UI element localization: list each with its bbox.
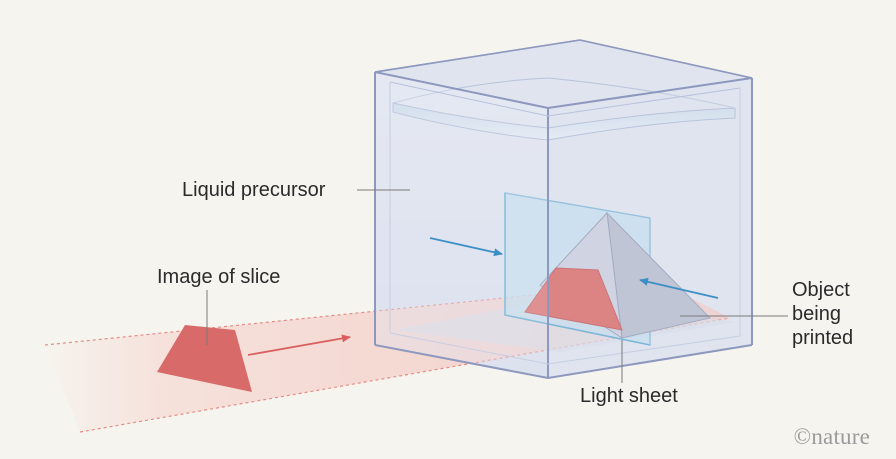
slice-in-sheet (524, 267, 623, 331)
printed-object (524, 211, 711, 339)
label-object-line-3: printed (792, 327, 854, 349)
label-object-line-1: Object (792, 279, 850, 301)
image-of-slice-shape (157, 325, 252, 392)
tank-front (374, 39, 753, 380)
liquid-surface (392, 77, 736, 141)
nature-logo: ©nature (793, 424, 870, 449)
projection-arrow (247, 334, 351, 356)
label-object-being-printed: Object being printed (792, 278, 853, 350)
label-light-sheet: Light sheet (580, 385, 678, 407)
light-sheet-arrow-left (429, 237, 503, 257)
label-object-line-2: being (792, 303, 841, 325)
label-image-of-slice: Image of slice (157, 266, 281, 288)
label-liquid-precursor: Liquid precursor (182, 179, 326, 201)
light-sheet-arrow-right (639, 277, 719, 299)
